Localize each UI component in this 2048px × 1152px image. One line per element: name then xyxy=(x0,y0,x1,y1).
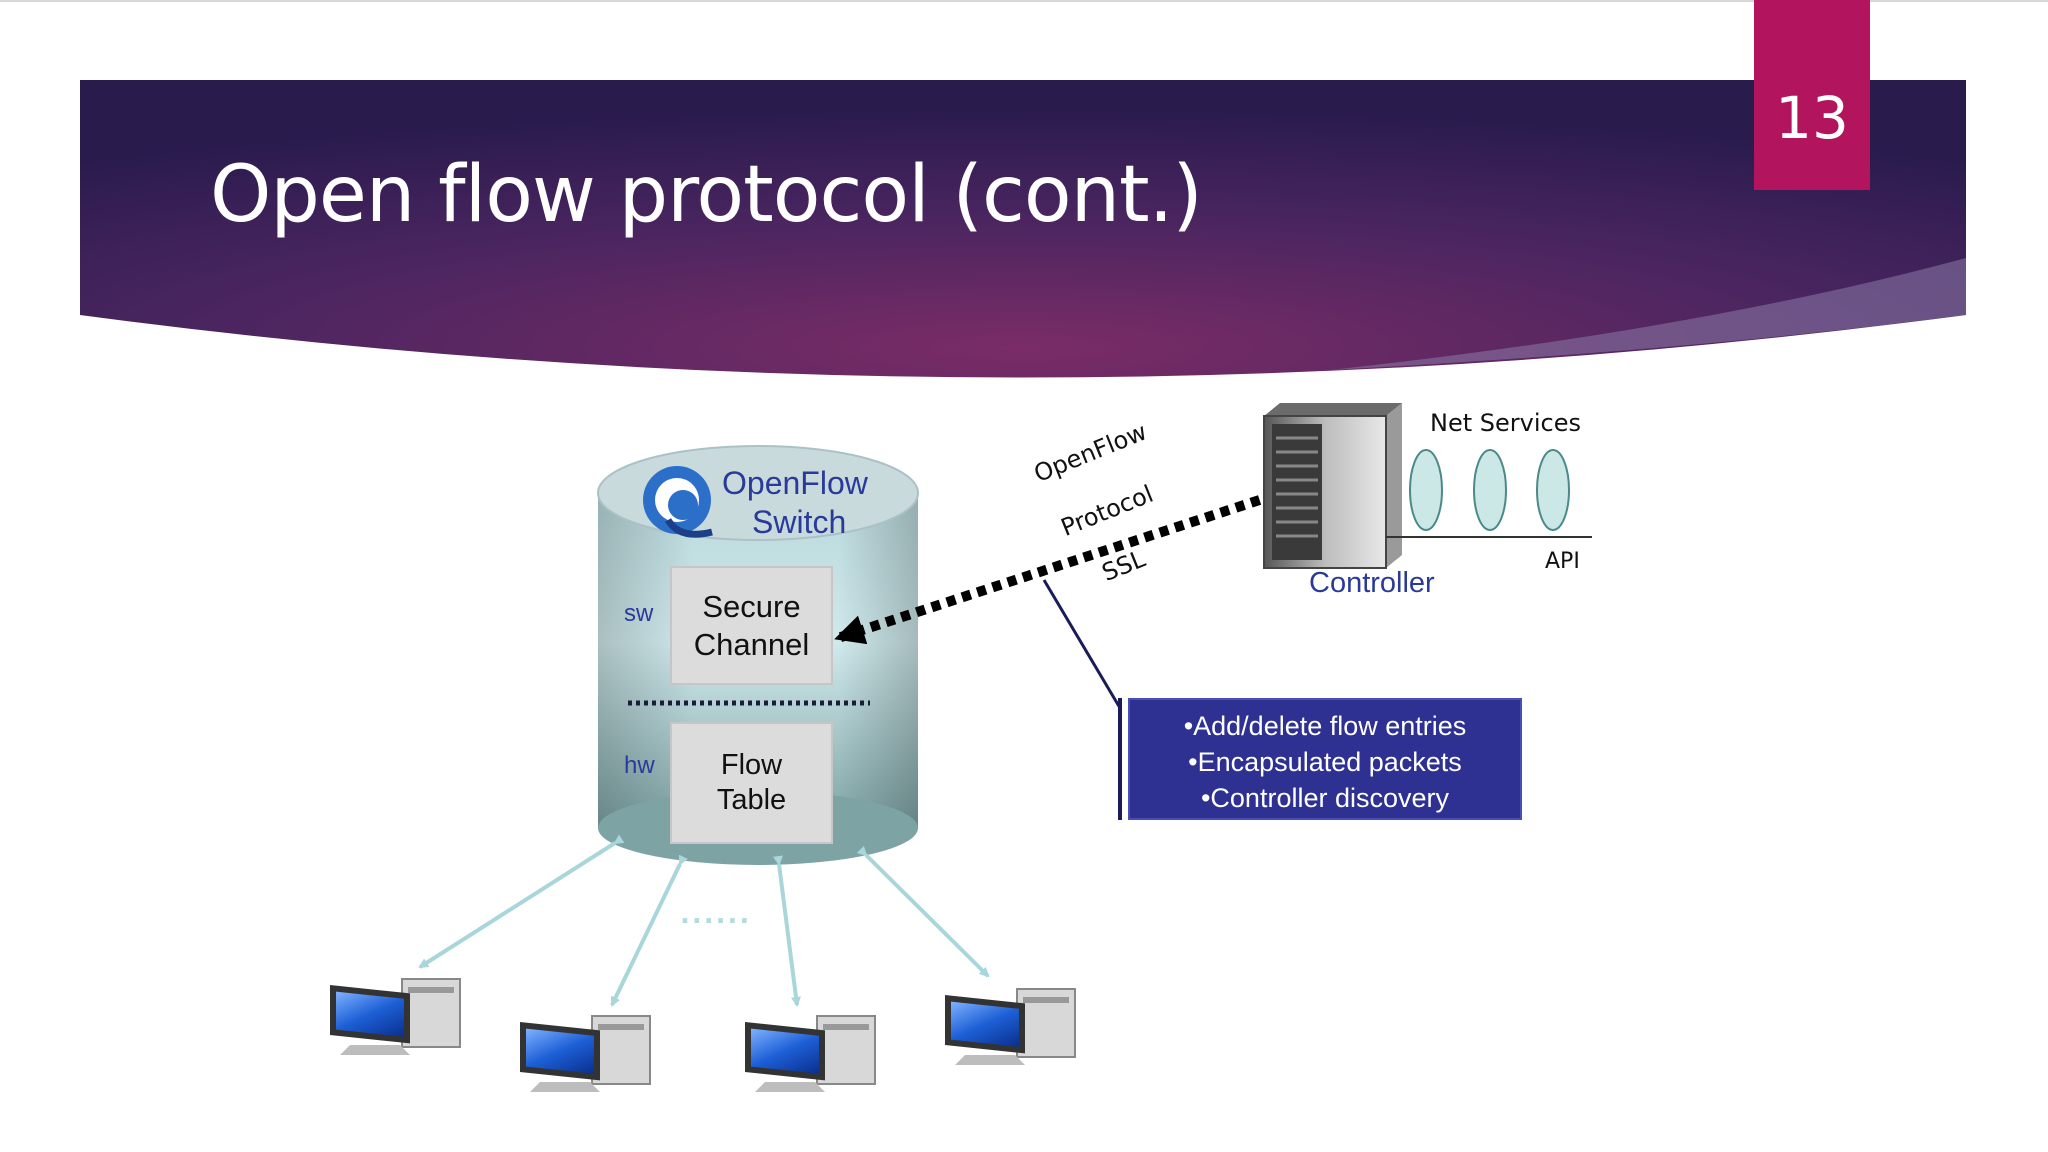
callout-info-list: Add/delete flow entries Encapsulated pac… xyxy=(1130,700,1520,816)
net-services-label: Net Services xyxy=(1430,409,1581,437)
host-link-3 xyxy=(773,855,801,1007)
host-computer-icon-4 xyxy=(945,988,1076,1065)
net-service-oval-1 xyxy=(1409,449,1443,531)
host-link-1 xyxy=(418,834,625,969)
net-service-oval-2 xyxy=(1473,449,1507,531)
info-item-discovery: Controller discovery xyxy=(1130,780,1520,816)
host-computer-icon-3 xyxy=(745,1015,876,1092)
openflow-logo-icon xyxy=(643,466,713,538)
host-computer-icon-1 xyxy=(330,978,461,1055)
api-label: API xyxy=(1545,549,1580,574)
host-link-2 xyxy=(610,854,688,1007)
secure-channel-line2: Channel xyxy=(693,627,810,662)
host-link-4 xyxy=(856,845,990,978)
host-computer-icon-2 xyxy=(520,1015,651,1092)
slide-number-badge: 13 xyxy=(1754,0,1870,190)
header-shape xyxy=(80,80,1966,378)
switch-title-line2: Switch xyxy=(752,504,847,540)
info-item-encapsulated: Encapsulated packets xyxy=(1130,744,1520,780)
secure-channel-box xyxy=(670,566,833,685)
info-item-add-delete: Add/delete flow entries xyxy=(1130,708,1520,744)
secure-channel-line1: Secure xyxy=(702,589,801,624)
net-service-oval-3 xyxy=(1536,449,1570,531)
slide-title: Open flow protocol (cont.) xyxy=(210,150,1203,240)
slide-number: 13 xyxy=(1775,84,1849,152)
hw-label: hw xyxy=(624,752,655,779)
header-sweep xyxy=(1330,258,1966,370)
sw-label: sw xyxy=(624,600,654,627)
callout-info-box: Add/delete flow entries Encapsulated pac… xyxy=(1128,698,1522,820)
flow-table-box xyxy=(670,722,833,844)
secure-channel-label: Secure Channel xyxy=(671,588,832,664)
header-banner xyxy=(0,0,2048,378)
more-hosts-ellipsis: ...... xyxy=(680,900,752,930)
switch-title-line1: OpenFlow xyxy=(722,465,868,501)
controller-server-icon xyxy=(1263,403,1402,569)
callout-line xyxy=(1042,579,1122,709)
flow-table-line1: Flow xyxy=(720,749,783,781)
controller-label: Controller xyxy=(1309,567,1435,599)
flow-table-line2: Table xyxy=(716,784,787,816)
flow-table-label: Flow Table xyxy=(671,748,832,818)
